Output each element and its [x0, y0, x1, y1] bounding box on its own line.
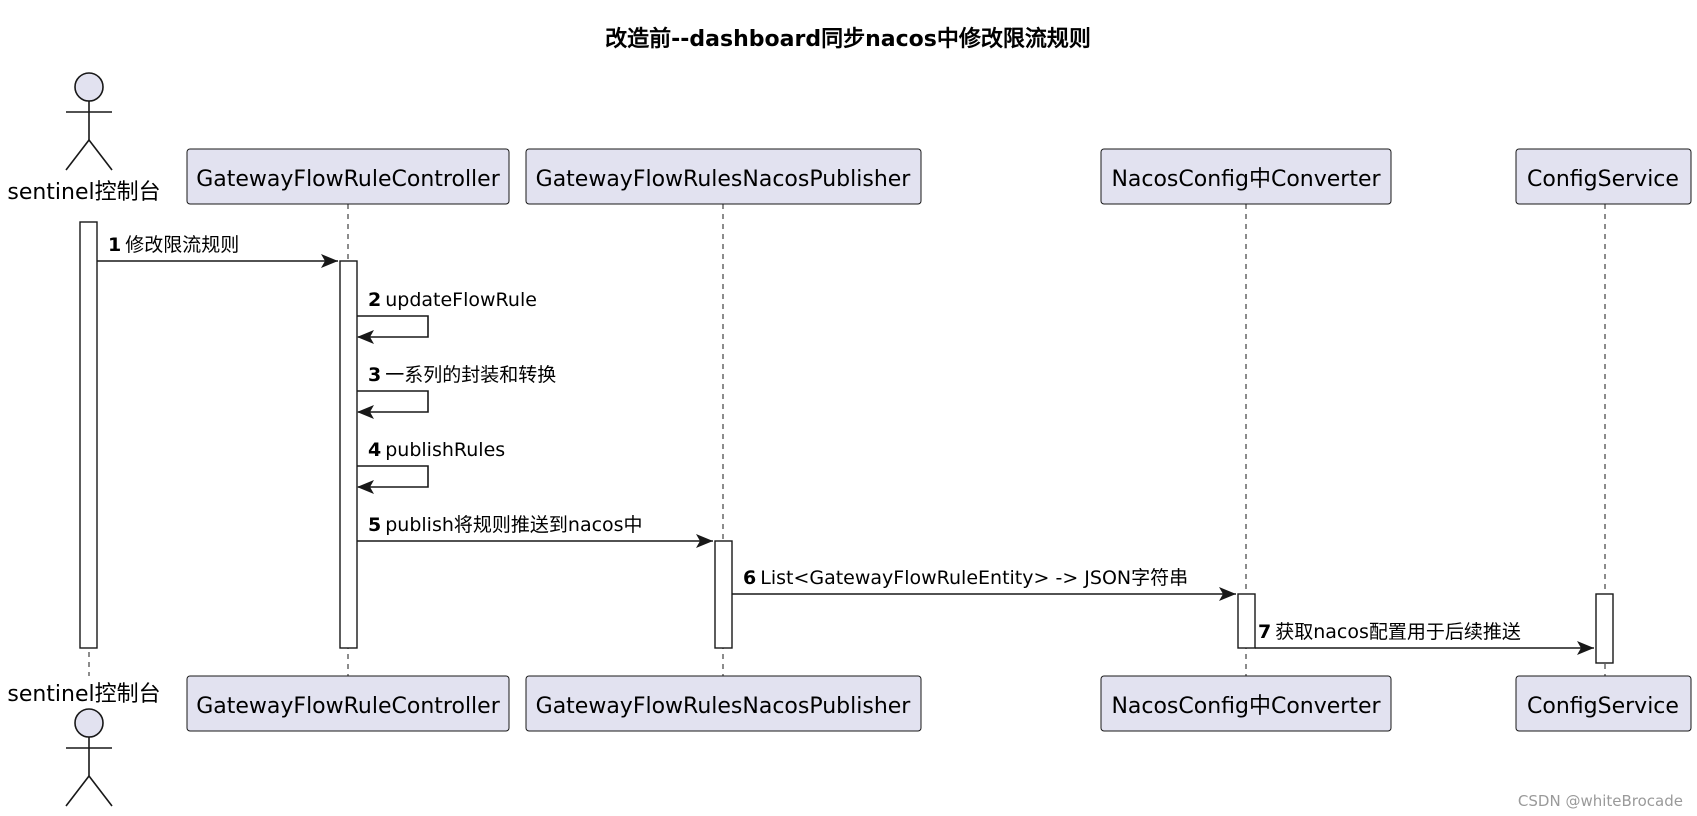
diagram-title: 改造前--dashboard同步nacos中修改限流规则: [605, 26, 1091, 52]
message-number: 1: [108, 234, 121, 256]
participant-publisher-bottom: GatewayFlowRulesNacosPublisher: [525, 675, 922, 732]
svg-text:5 publish将规则推送到nacos中: 5 publish将规则推送到nacos中: [368, 514, 643, 536]
message-label: List<GatewayFlowRuleEntity> -> JSON字符串: [760, 567, 1188, 589]
message-label: publishRules: [385, 439, 505, 461]
svg-text:4 publishRules: 4 publishRules: [368, 439, 505, 461]
participant-label: NacosConfig中Converter: [1111, 694, 1381, 719]
message-6: 6 List<GatewayFlowRuleEntity> -> JSON字符串: [732, 567, 1236, 601]
message-number: 7: [1258, 621, 1271, 643]
participant-converter-top: NacosConfig中Converter: [1100, 148, 1392, 205]
message-label: updateFlowRule: [385, 289, 537, 311]
svg-text:3 一系列的封装和转换: 3 一系列的封装和转换: [368, 364, 556, 386]
participant-label: GatewayFlowRulesNacosPublisher: [536, 167, 912, 192]
activation-converter: [1237, 593, 1256, 649]
actor-label-bottom: sentinel控制台: [7, 682, 160, 707]
actor-bottom: sentinel控制台: [7, 682, 161, 807]
svg-text:2 updateFlowRule: 2 updateFlowRule: [368, 289, 537, 311]
participant-publisher-top: GatewayFlowRulesNacosPublisher: [525, 148, 922, 205]
participant-controller-top: GatewayFlowRuleController: [186, 148, 510, 205]
message-number: 4: [368, 439, 381, 461]
participant-label: ConfigService: [1527, 167, 1679, 192]
message-label: publish将规则推送到nacos中: [385, 514, 642, 536]
activation-configservice: [1595, 593, 1614, 664]
message-7: 7 获取nacos配置用于后续推送: [1255, 621, 1594, 655]
svg-text:1 修改限流规则: 1 修改限流规则: [108, 234, 239, 256]
actor-head-icon: [74, 708, 104, 738]
participant-label: GatewayFlowRulesNacosPublisher: [536, 694, 912, 719]
message-label: 获取nacos配置用于后续推送: [1275, 621, 1521, 643]
participant-label: ConfigService: [1527, 694, 1679, 719]
message-number: 6: [743, 567, 756, 589]
participant-configservice-top: ConfigService: [1515, 148, 1692, 205]
message-5: 5 publish将规则推送到nacos中: [357, 514, 713, 548]
participant-label: GatewayFlowRuleController: [196, 167, 500, 192]
activation-controller: [339, 260, 358, 649]
svg-text:6 List<GatewayFlowRuleEntity>: 6 List<GatewayFlowRuleEntity> -> JSON字符串: [743, 567, 1188, 589]
watermark: CSDN @whiteBrocade: [1518, 792, 1683, 810]
participant-configservice-bottom: ConfigService: [1515, 675, 1692, 732]
message-1: 1 修改限流规则: [97, 234, 338, 268]
participant-controller-bottom: GatewayFlowRuleController: [186, 675, 510, 732]
message-label: 修改限流规则: [125, 234, 239, 256]
message-2: 2 updateFlowRule: [357, 289, 537, 344]
participant-label: GatewayFlowRuleController: [196, 694, 500, 719]
svg-text:7 获取nacos配置用于后续推送: 7 获取nacos配置用于后续推送: [1258, 621, 1521, 643]
message-number: 3: [368, 364, 381, 386]
message-3: 3 一系列的封装和转换: [357, 364, 556, 419]
activation-actor: [79, 221, 98, 649]
actor-top: sentinel控制台: [7, 72, 161, 205]
actor-label-top: sentinel控制台: [7, 180, 160, 205]
participant-converter-bottom: NacosConfig中Converter: [1100, 675, 1392, 732]
message-label: 一系列的封装和转换: [385, 364, 556, 386]
actor-head-icon: [74, 72, 104, 102]
message-4: 4 publishRules: [357, 439, 505, 494]
message-number: 5: [368, 514, 381, 536]
activation-publisher: [714, 540, 733, 649]
participant-label: NacosConfig中Converter: [1111, 167, 1381, 192]
message-number: 2: [368, 289, 381, 311]
